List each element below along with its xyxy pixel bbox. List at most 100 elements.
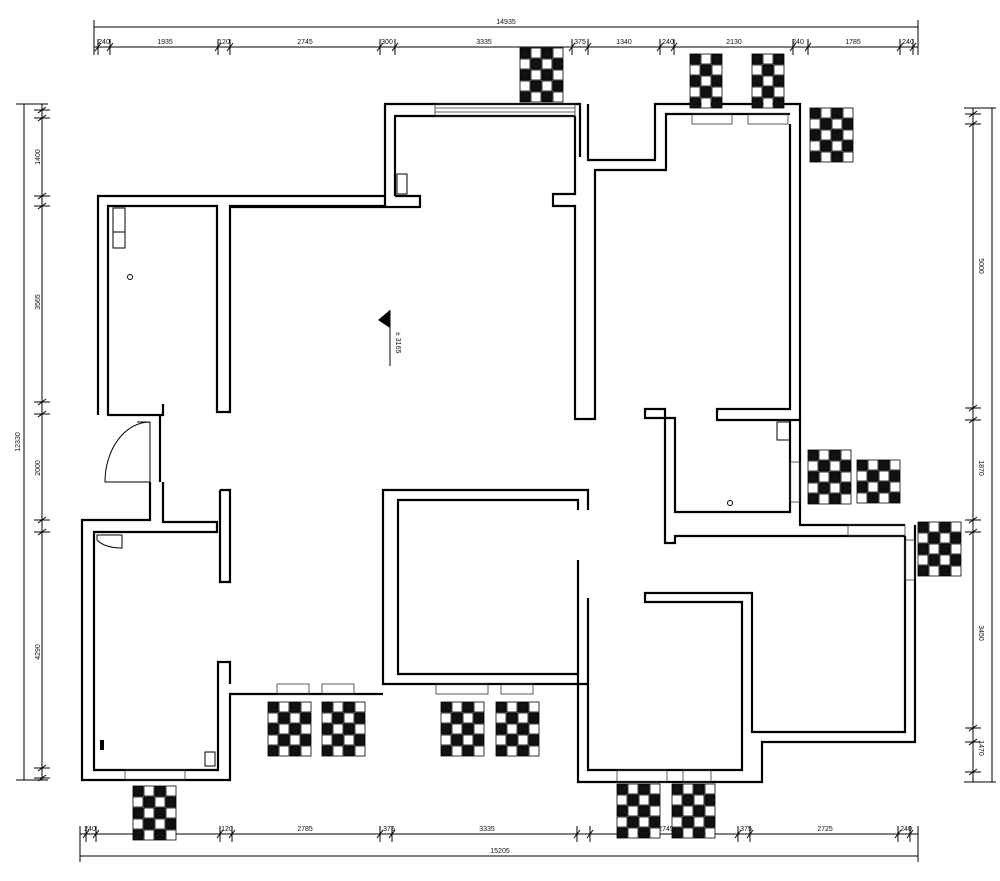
tag-cell bbox=[552, 91, 564, 103]
bottom-dim-label: 375 bbox=[740, 826, 752, 833]
tag-cell bbox=[818, 471, 830, 483]
tag-cell bbox=[950, 532, 962, 544]
tag-cell bbox=[939, 554, 951, 566]
tag-cell bbox=[354, 712, 366, 724]
tag-cell bbox=[711, 64, 723, 76]
tag-cell bbox=[289, 701, 301, 713]
tag-cell bbox=[704, 816, 716, 828]
tag-cell bbox=[693, 816, 705, 828]
tag-cell bbox=[332, 734, 344, 746]
tag-cell bbox=[462, 745, 474, 757]
tag-cell bbox=[132, 807, 144, 819]
tag-cell bbox=[939, 521, 951, 533]
tag-cell bbox=[154, 818, 166, 830]
tag-cell bbox=[939, 543, 951, 555]
tag-cell bbox=[451, 712, 463, 724]
tag-cell bbox=[300, 723, 312, 735]
tag-cell bbox=[700, 75, 712, 87]
tag-cell bbox=[649, 805, 661, 817]
tag-cell bbox=[950, 565, 962, 577]
tag-cell bbox=[889, 470, 901, 482]
tag-cell bbox=[889, 492, 901, 504]
top-dim-label: 240 bbox=[98, 39, 110, 46]
bottom-dimension-line bbox=[79, 826, 919, 862]
tag-cell bbox=[917, 532, 929, 544]
tag-cell bbox=[950, 521, 962, 533]
tag-cell bbox=[627, 827, 639, 839]
bottom-dim-label: 2725 bbox=[817, 826, 833, 833]
tag-cell bbox=[517, 723, 529, 735]
tag-cell bbox=[878, 481, 890, 493]
tag-cell bbox=[682, 816, 694, 828]
left-total-dimension: 12330 bbox=[15, 432, 22, 452]
bottom-dim-label: 120 bbox=[221, 826, 233, 833]
tag-cell bbox=[552, 58, 564, 70]
tag-cell bbox=[751, 97, 763, 109]
tag-cell bbox=[343, 723, 355, 735]
tag-cell bbox=[711, 75, 723, 87]
tag-cell bbox=[818, 460, 830, 472]
tag-cell bbox=[818, 449, 830, 461]
tag-cell bbox=[278, 723, 290, 735]
tag-cell bbox=[473, 712, 485, 724]
tag-cell bbox=[820, 140, 832, 152]
tag-cell bbox=[267, 712, 279, 724]
tag-cell bbox=[300, 734, 312, 746]
right-dim-label: 3450 bbox=[977, 625, 984, 641]
tag-cell bbox=[762, 97, 774, 109]
tag-cell bbox=[354, 701, 366, 713]
tag-cell bbox=[928, 532, 940, 544]
tag-cell bbox=[462, 723, 474, 735]
tag-cell bbox=[807, 449, 819, 461]
tag-cell bbox=[451, 734, 463, 746]
tag-cell bbox=[700, 86, 712, 98]
tag-cell bbox=[530, 80, 542, 92]
top-dim-label: 375 bbox=[574, 39, 586, 46]
tag-cell bbox=[451, 745, 463, 757]
tag-cell bbox=[682, 827, 694, 839]
window-size-tag bbox=[132, 785, 177, 841]
tag-cell bbox=[751, 64, 763, 76]
top-dim-label: 1785 bbox=[845, 39, 861, 46]
tag-cell bbox=[552, 47, 564, 59]
tag-cell bbox=[165, 829, 177, 841]
tag-cell bbox=[289, 734, 301, 746]
top-total-dimension: 14935 bbox=[496, 19, 516, 26]
tag-cell bbox=[300, 745, 312, 757]
tag-cell bbox=[671, 816, 683, 828]
tag-cell bbox=[762, 86, 774, 98]
tag-cell bbox=[917, 543, 929, 555]
tag-cell bbox=[506, 701, 518, 713]
tag-cell bbox=[856, 492, 868, 504]
tag-cell bbox=[165, 796, 177, 808]
tag-cell bbox=[278, 745, 290, 757]
tag-cell bbox=[773, 97, 785, 109]
tag-cell bbox=[700, 64, 712, 76]
tag-cell bbox=[682, 783, 694, 795]
tag-cell bbox=[332, 712, 344, 724]
tag-cell bbox=[154, 829, 166, 841]
door-swing bbox=[104, 421, 151, 483]
tag-cell bbox=[332, 723, 344, 735]
left-dim-label: 2000 bbox=[35, 460, 42, 476]
tag-cell bbox=[343, 745, 355, 757]
tag-cell bbox=[689, 86, 701, 98]
tag-cell bbox=[495, 734, 507, 746]
tag-cell bbox=[530, 47, 542, 59]
tag-cell bbox=[928, 565, 940, 577]
tag-cell bbox=[528, 701, 540, 713]
tag-cell bbox=[528, 734, 540, 746]
tag-cell bbox=[762, 53, 774, 65]
tag-cell bbox=[132, 829, 144, 841]
tag-cell bbox=[704, 794, 716, 806]
window-size-tag bbox=[495, 701, 540, 757]
walls bbox=[80, 102, 917, 784]
tag-cell bbox=[462, 734, 474, 746]
window-size-tag bbox=[440, 701, 485, 757]
tag-cell bbox=[462, 701, 474, 713]
tag-cell bbox=[300, 712, 312, 724]
tag-cell bbox=[528, 723, 540, 735]
tag-cell bbox=[517, 701, 529, 713]
tag-cell bbox=[878, 470, 890, 482]
